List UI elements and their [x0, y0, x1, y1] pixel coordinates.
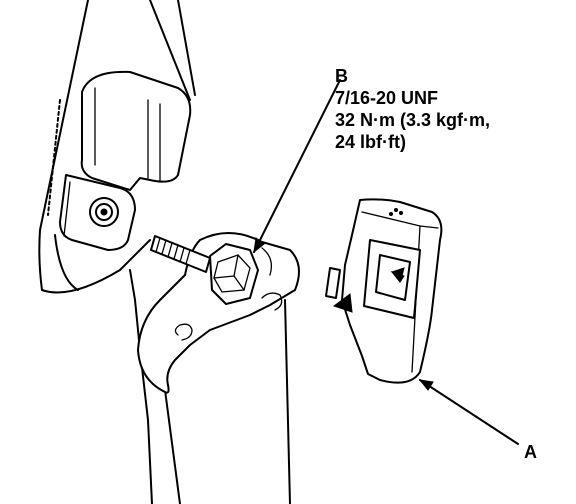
- leader-line-b: [253, 79, 341, 254]
- pillar-lower-cover: [59, 174, 136, 251]
- callout-b-torque-line2: 24 lbf·ft): [335, 132, 406, 152]
- callout-b-torque-line1: 32 N·m (3.3 kgf·m,: [335, 110, 490, 130]
- bolt-b: [150, 235, 259, 305]
- callout-a-letter: A: [524, 442, 537, 462]
- pillar-trim: [38, 0, 196, 504]
- pillar-upper-cover: [80, 70, 192, 191]
- anchor-plate: [137, 231, 300, 394]
- callout-b-letter: B: [335, 66, 348, 86]
- anchor-cover-a: [325, 198, 443, 384]
- leader-line-a: [418, 379, 519, 445]
- callout-b: B 7/16-20 UNF 32 N·m (3.3 kgf·m, 24 lbf·…: [335, 66, 490, 152]
- callout-b-thread: 7/16-20 UNF: [335, 88, 438, 108]
- seat-belt-webbing: [164, 299, 291, 504]
